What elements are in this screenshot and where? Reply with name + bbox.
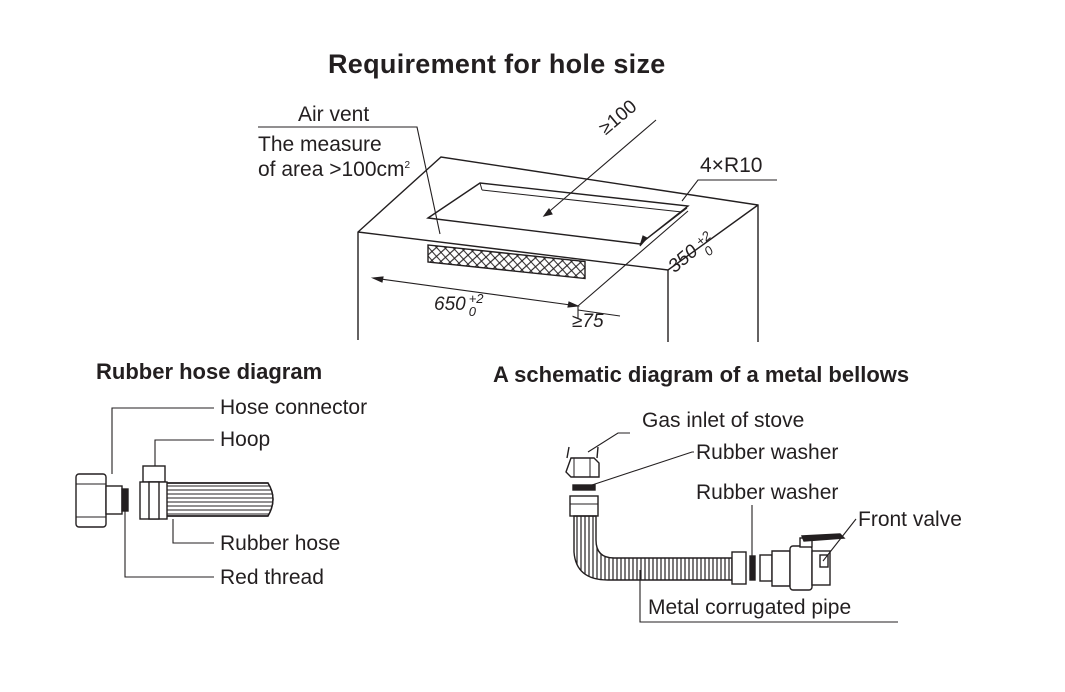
front-valve-label: Front valve — [858, 508, 962, 531]
dim-350 — [577, 207, 689, 307]
dim-ge100 — [542, 119, 657, 217]
dim-650 — [370, 276, 581, 308]
dim-650-tol-plus: +2 — [468, 291, 484, 306]
metal-bellows-drawing — [565, 446, 846, 591]
corrugated-pipe-label: Metal corrugated pipe — [648, 596, 852, 619]
countertop-drawing — [357, 156, 759, 342]
measure-label-text: of area >100cm — [258, 158, 405, 181]
red-thread-label: Red thread — [220, 566, 324, 589]
gas-inlet-label: Gas inlet of stove — [642, 409, 805, 432]
dim-650-tol-zero: 0 — [468, 304, 476, 319]
metal-bellows-title: A schematic diagram of a metal bellows — [493, 362, 910, 387]
measure-label-line2: of area >100cm2 — [258, 159, 410, 180]
hose-connector-label: Hose connector — [220, 396, 368, 419]
rubber-hose-label: Rubber hose — [220, 532, 341, 555]
air-vent-label: Air vent — [298, 103, 370, 126]
page-title: Requirement for hole size — [328, 49, 666, 79]
metal-bellows-leaders — [587, 432, 898, 623]
dim-ge75 — [577, 306, 621, 318]
rubber-hose-title: Rubber hose diagram — [96, 359, 323, 384]
measure-label-sup: 2 — [404, 160, 411, 171]
rubber-washer-label-2: Rubber washer — [696, 481, 839, 504]
dim-ge75-label: ≥75 — [572, 311, 604, 332]
hoop-label: Hoop — [220, 428, 271, 451]
radius-label: 4×R10 — [700, 154, 763, 177]
dim-650-value: 650 — [434, 294, 466, 315]
rubber-washer-label-1: Rubber washer — [696, 441, 839, 464]
measure-label-line1: The measure — [258, 133, 382, 156]
rubber-hose-leaders — [111, 407, 214, 578]
radius-leader — [681, 179, 777, 202]
air-vent-leader — [258, 126, 441, 235]
rubber-hose-drawing — [75, 465, 274, 528]
